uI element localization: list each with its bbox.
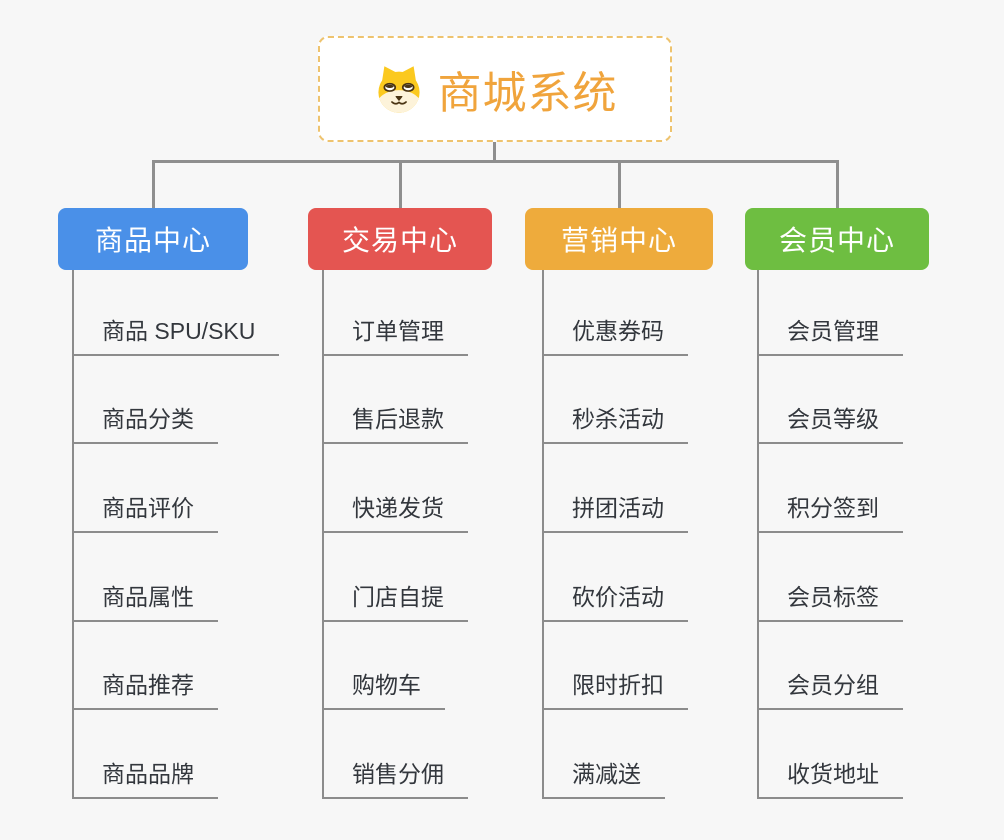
leaf-node[interactable]: 购物车 [322,670,445,710]
branch-node[interactable]: 营销中心 [525,208,713,270]
leaf-node[interactable]: 会员标签 [757,582,903,622]
connector-leaf-spine [72,270,74,799]
connector-branch-drop [835,162,839,208]
leaf-node[interactable]: 商品属性 [72,582,218,622]
leaf-node[interactable]: 会员管理 [757,316,903,356]
leaf-node[interactable]: 会员等级 [757,404,903,444]
leaf-node[interactable]: 满减送 [542,759,665,799]
leaf-node[interactable]: 商品分类 [72,404,218,444]
leaf-node[interactable]: 售后退款 [322,404,468,444]
leaf-node[interactable]: 商品品牌 [72,759,218,799]
connector-branch-drop [398,162,402,208]
dog-face-icon [373,63,425,115]
connector-horizontal-rail [152,160,839,163]
leaf-node[interactable]: 销售分佣 [322,759,468,799]
connector-leaf-spine [322,270,324,799]
leaf-node[interactable]: 商品评价 [72,493,218,533]
leaf-node[interactable]: 收货地址 [757,759,903,799]
connector-branch-drop [617,162,621,208]
leaf-node[interactable]: 快递发货 [322,493,468,533]
leaf-node[interactable]: 优惠券码 [542,316,688,356]
branch-node[interactable]: 商品中心 [58,208,248,270]
leaf-node[interactable]: 会员分组 [757,670,903,710]
root-title: 商城系统 [437,69,618,118]
leaf-node[interactable]: 商品 SPU/SKU [72,316,280,356]
leaf-node[interactable]: 限时折扣 [542,670,688,710]
leaf-node[interactable]: 门店自提 [322,582,468,622]
connector-leaf-spine [542,270,544,799]
leaf-node[interactable]: 积分签到 [757,493,903,533]
leaf-node[interactable]: 订单管理 [322,316,468,356]
branch-node[interactable]: 交易中心 [308,208,492,270]
connector-branch-drop [151,162,155,208]
leaf-node[interactable]: 砍价活动 [542,582,688,622]
leaf-node[interactable]: 秒杀活动 [542,404,688,444]
connector-root-stub [493,142,496,162]
connector-leaf-spine [757,270,759,799]
root-node[interactable]: 商城系统 [318,36,672,142]
leaf-node[interactable]: 商品推荐 [72,670,218,710]
branch-node[interactable]: 会员中心 [745,208,929,270]
leaf-node[interactable]: 拼团活动 [542,493,688,533]
